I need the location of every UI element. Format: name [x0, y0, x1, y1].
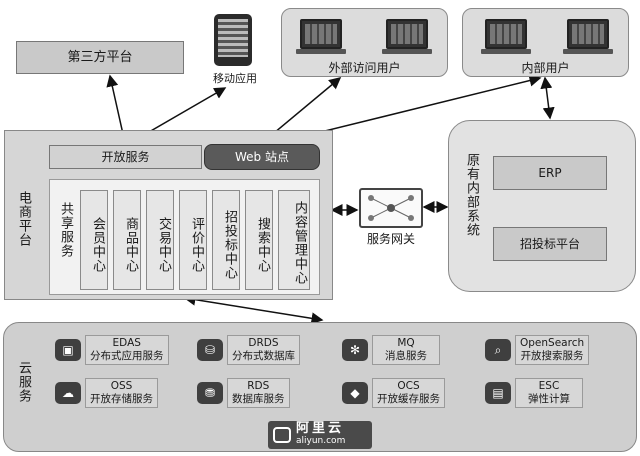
column-search-center: 搜索中心 [245, 190, 273, 290]
service-name: ESC [538, 380, 560, 392]
desktop-computer-icon [481, 19, 531, 54]
web-site-box: Web 站点 [204, 144, 320, 170]
internal-users-label: 内部用户 [521, 61, 570, 75]
shared-services-panel: 共享服务 会员中心 商品中心 交易中心 评价中心 招投标中心 搜索中心 内容管理… [49, 179, 320, 295]
service-desc: 开放存储服务 [90, 393, 153, 405]
erp-box: ERP [493, 156, 607, 190]
aliyun-logo-text: 阿里云 [296, 421, 345, 436]
compute-icon: ▤ [485, 382, 511, 404]
column-member-center: 会员中心 [80, 190, 108, 290]
aliyun-logo-url: aliyun.com [296, 436, 346, 446]
gateway-label: 服务网关 [366, 232, 415, 246]
external-users-group: 外部访问用户 [281, 8, 448, 77]
ecommerce-title: 电商平台 [16, 191, 31, 247]
internal-users-group: 内部用户 [462, 8, 629, 77]
database-icon: ⛃ [197, 382, 223, 404]
ecommerce-platform: 电商平台 开放服务 Web 站点 共享服务 会员中心 商品中心 交易中心 评价中… [4, 130, 333, 300]
mobile-device-icon [214, 14, 252, 66]
shared-service-label: 共享服务 [58, 202, 73, 258]
column-content-center: 内容管理中心 [278, 190, 310, 290]
bidding-platform-box: 招投标平台 [493, 227, 607, 261]
legacy-title: 原有内部系统 [464, 153, 479, 237]
network-topology-icon [368, 195, 414, 221]
legacy-systems-panel: 原有内部系统 ERP 招投标平台 [448, 120, 636, 292]
search-icon: ⌕ [485, 339, 511, 361]
aliyun-cloud-icon [273, 427, 291, 443]
erp-label: ERP [538, 166, 562, 180]
gateway-icon [359, 188, 423, 228]
service-name: DRDS [248, 337, 279, 349]
open-service-label: 开放服务 [101, 150, 150, 164]
service-desc: 弹性计算 [528, 393, 570, 405]
service-desc: 开放搜索服务 [520, 350, 584, 362]
cloud-title: 云服务 [16, 361, 31, 403]
service-desc: 分布式数据库 [232, 350, 295, 362]
column-product-center: 商品中心 [113, 190, 141, 290]
third-party-platform: 第三方平台 [16, 41, 184, 74]
desktop-computer-icon [382, 19, 432, 54]
service-desc: 数据库服务 [232, 393, 285, 405]
service-name: OSS [110, 380, 133, 392]
column-review-center: 评价中心 [179, 190, 207, 290]
web-site-label: Web 站点 [235, 150, 289, 164]
service-desc: 分布式应用服务 [90, 350, 164, 362]
service-name: OpenSearch [520, 337, 585, 349]
service-desc: 消息服务 [385, 350, 427, 362]
database-cluster-icon: ⛁ [197, 339, 223, 361]
third-party-label: 第三方平台 [67, 50, 133, 65]
service-name: RDS [247, 380, 270, 392]
service-name: MQ [397, 337, 415, 349]
cache-icon: ◆ [342, 382, 368, 404]
mobile-app-label: 移动应用 [213, 72, 257, 85]
desktop-computer-icon [563, 19, 613, 54]
column-bidding-center: 招投标中心 [212, 190, 240, 290]
cloud-storage-icon: ☁ [55, 382, 81, 404]
service-desc: 开放缓存服务 [377, 393, 440, 405]
desktop-computer-icon [296, 19, 346, 54]
network-icon: ✻ [342, 339, 368, 361]
column-trade-center: 交易中心 [146, 190, 174, 290]
cube-icon: ▣ [55, 339, 81, 361]
bidding-platform-label: 招投标平台 [519, 237, 580, 251]
aliyun-logo: 阿里云 aliyun.com [268, 421, 372, 449]
external-users-label: 外部访问用户 [328, 61, 401, 75]
service-name: EDAS [112, 337, 141, 349]
open-service-box: 开放服务 [49, 145, 202, 169]
service-name: OCS [397, 380, 420, 392]
